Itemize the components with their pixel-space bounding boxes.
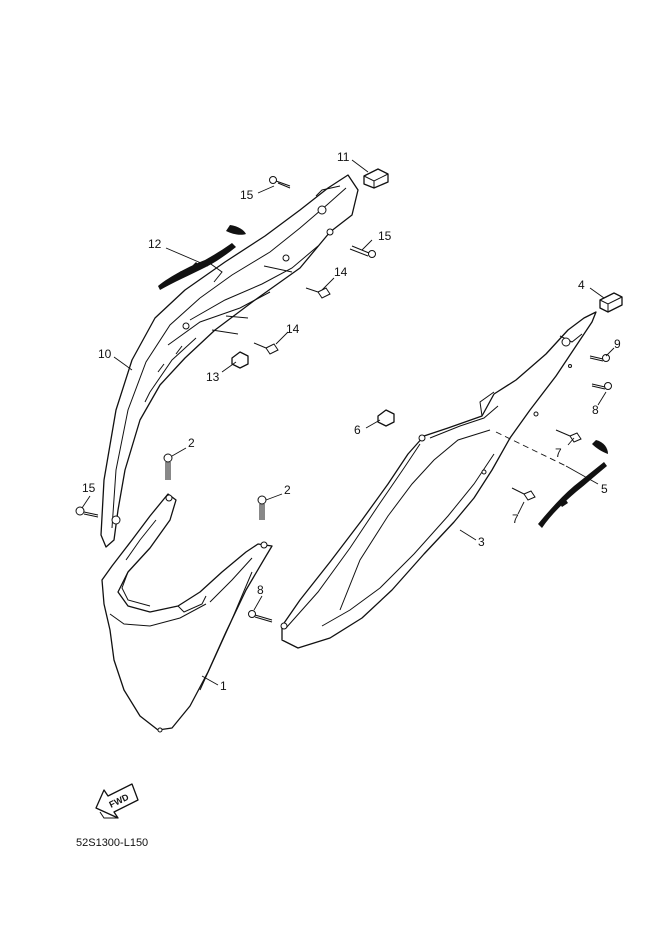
- part-6-clip: [377, 409, 395, 427]
- part-12-emblem-left: [158, 225, 246, 290]
- screw-9: [589, 354, 610, 362]
- callouts: 11 15 15 12 14 14 10 13 4 9 8 6 7 5 7 3 …: [82, 150, 621, 693]
- screw-14-upper: [305, 287, 331, 299]
- callout-7: 7: [512, 512, 519, 526]
- screw-7-lower: [511, 487, 536, 501]
- part-4-clip: [599, 292, 623, 313]
- part-13-clip: [231, 351, 249, 369]
- callout-6: 6: [354, 423, 361, 437]
- screw-15-upper: [269, 176, 291, 189]
- screw-2-left: [163, 453, 173, 480]
- fwd-arrow-icon: FWD: [95, 783, 139, 819]
- part-1-lower-cover: [101, 493, 273, 733]
- callout-13: 13: [206, 370, 220, 384]
- callout-12: 12: [148, 237, 162, 251]
- part-3-side-cover: [280, 311, 597, 649]
- callout-1: 1: [220, 679, 227, 693]
- screw-8-lower: [248, 610, 273, 623]
- screw-2-right: [257, 495, 267, 520]
- screw-8-upper: [591, 382, 612, 390]
- diagram-code: 52S1300-L150: [76, 837, 148, 849]
- callout-8: 8: [257, 583, 264, 597]
- callout-3: 3: [478, 535, 485, 549]
- callout-10: 10: [98, 347, 112, 361]
- callout-9: 9: [614, 337, 621, 351]
- callout-2: 2: [188, 436, 195, 450]
- callout-8: 8: [592, 403, 599, 417]
- screw-15-lower: [75, 506, 99, 518]
- screw-14-lower: [253, 342, 279, 355]
- callout-4: 4: [578, 278, 585, 292]
- screw-15-mid: [349, 245, 376, 258]
- part-10-side-cover: [100, 174, 359, 548]
- callout-2: 2: [284, 483, 291, 497]
- callout-7: 7: [555, 446, 562, 460]
- screw-7-upper: [555, 429, 582, 443]
- callout-15: 15: [82, 481, 96, 495]
- leader-lines: [81, 159, 615, 686]
- part-5-emblem-right: [538, 440, 608, 528]
- part-11-clip: [363, 168, 389, 189]
- callout-15: 15: [378, 229, 392, 243]
- callout-11: 11: [337, 150, 350, 164]
- callout-14: 14: [286, 322, 300, 336]
- callout-15: 15: [240, 188, 254, 202]
- part-5-centerline: [495, 431, 567, 467]
- callout-5: 5: [601, 482, 608, 496]
- callout-14: 14: [334, 265, 348, 279]
